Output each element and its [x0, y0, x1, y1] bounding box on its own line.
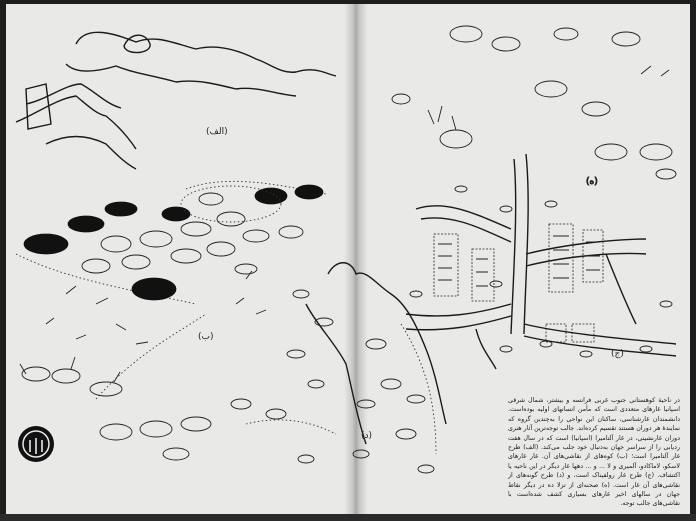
bottom-left-animals	[19, 356, 287, 461]
bison-frieze: (ب)	[15, 180, 327, 400]
scattered-marks	[45, 270, 267, 345]
label-dal: (د)	[361, 431, 372, 441]
book-gutter	[344, 4, 368, 514]
label-alef: (الف)	[206, 127, 228, 137]
caption-text: در ناحیهٔ کوهستانی جنوب غربی فرانسه و بی…	[508, 397, 680, 508]
top-right-animals: (ه)	[391, 25, 677, 187]
cave-art-illustrations: (الف)	[15, 25, 677, 474]
cave-plan-dal: (د)	[245, 262, 447, 474]
cave-plan-jim: (ج)	[405, 153, 677, 370]
label-be: (ب)	[198, 332, 214, 342]
cave-plan-alef: (الف)	[15, 31, 337, 170]
publisher-emblem	[18, 426, 54, 462]
page-bottom-edge	[0, 514, 696, 521]
label-jim: (ج)	[611, 349, 624, 359]
label-he: (ه)	[586, 177, 598, 187]
book-spread: (الف)	[6, 4, 690, 514]
